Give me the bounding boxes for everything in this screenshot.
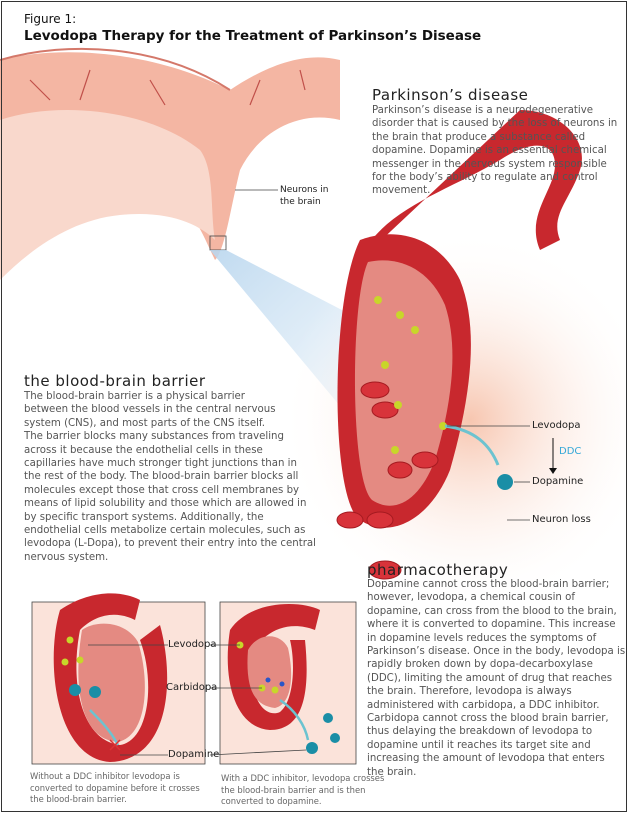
dopamine-molecule (497, 474, 513, 490)
text-line: the brain. (367, 766, 417, 778)
inset-without-inhibitor (31, 593, 206, 765)
parkinsons-text: Parkinson’s disease is a neurodegenerati… (372, 104, 617, 198)
text-line: the brain. Therefore, levodopa is always (367, 686, 572, 698)
text-line: Dopamine cannot cross the blood-brain ba… (367, 579, 610, 590)
text-line: Parkinson’s disease. Once in the body, l… (367, 646, 626, 658)
text-line: messenger in the nervous system responsi… (372, 158, 607, 170)
text-line: Parkinson’s disease is a neurodegenerati… (372, 105, 593, 116)
text-line: The barrier blocks many substances from … (24, 431, 284, 443)
bbb-text: The blood-brain barrier is a physical ba… (24, 390, 316, 564)
blood-vessel-illustration (235, 110, 630, 610)
text-line: dopamine. Dopamine is an essential chemi… (372, 145, 607, 157)
text-line: nervous system. (24, 551, 109, 563)
text-line: system (CNS), and most parts of the CNS … (24, 417, 266, 429)
red-blood-cells (336, 381, 439, 580)
figure-title: Levodopa Therapy for the Treatment of Pa… (24, 28, 482, 44)
text-line: for the body’s ability to regulate and c… (372, 172, 598, 184)
text-line: molecules except those that cross cell m… (24, 484, 300, 496)
text-line: (DDC), limiting the amount of drug that … (367, 672, 613, 684)
dopamine-label: Dopamine (532, 476, 584, 487)
ddc-label: DDC (559, 446, 582, 457)
text-line: in dopamine levels reduces the symptoms … (367, 632, 597, 644)
text-line: means of lipid solubility and those whic… (24, 498, 307, 510)
brain-illustration (0, 47, 340, 280)
text-line: increasing the amount of levodopa that e… (367, 753, 605, 765)
levodopa-label: Levodopa (532, 420, 581, 431)
text-line: dopamine until it reaches its target sit… (367, 739, 591, 751)
inset-levodopa-label: Levodopa (168, 639, 217, 650)
text-line: between the blood vessels in the central… (24, 404, 276, 416)
inset-carbidopa-label: Carbidopa (166, 682, 218, 693)
text-line: endothelial cells metabolize certain mol… (24, 525, 306, 537)
text-line: disorder that is caused by the loss of n… (372, 118, 618, 130)
text-line: across it because the endothelial cells … (24, 444, 263, 456)
pharmacotherapy-heading: pharmacotherapy (367, 561, 509, 579)
text-line: thus delaying the breakdown of levodopa … (367, 726, 593, 738)
text-line: where it is converted to dopamine. This … (367, 619, 616, 631)
text-line: administered with carbidopa, a DDC inhib… (367, 699, 600, 711)
inset-with-inhibitor (209, 601, 357, 765)
bbb-heading: the blood-brain barrier (24, 372, 206, 390)
text-line: rapidly broken down by dopa-decarboxylas… (367, 659, 593, 671)
text-line: by specific transport systems. Additiona… (24, 511, 264, 523)
neuron-loss-label: Neuron loss (532, 514, 591, 525)
text-line: The blood-brain barrier is a physical ba… (24, 391, 246, 402)
parkinsons-heading: Parkinson’s disease (372, 86, 529, 104)
text-line: however, levodopa, a chemical cousin of (367, 592, 575, 604)
text-line: Carbidopa cannot cross the blood brain b… (367, 713, 609, 725)
text-line: levodopa (L-Dopa), to prevent their entr… (24, 538, 316, 550)
pharmacotherapy-text: Dopamine cannot cross the blood-brain ba… (367, 578, 625, 779)
text-line: movement. (372, 185, 431, 197)
figure-label: Figure 1: (24, 12, 77, 26)
text-line: capillaries have much stronger tight jun… (24, 458, 297, 470)
text-line: the brain that produce a substance calle… (372, 131, 586, 143)
text-line: dopamine, can cross from the blood to th… (367, 605, 617, 617)
levodopa-molecules (374, 296, 447, 454)
inset-dopamine-label: Dopamine (168, 749, 220, 760)
text-line: the rest of the body. The blood-brain ba… (24, 471, 299, 483)
